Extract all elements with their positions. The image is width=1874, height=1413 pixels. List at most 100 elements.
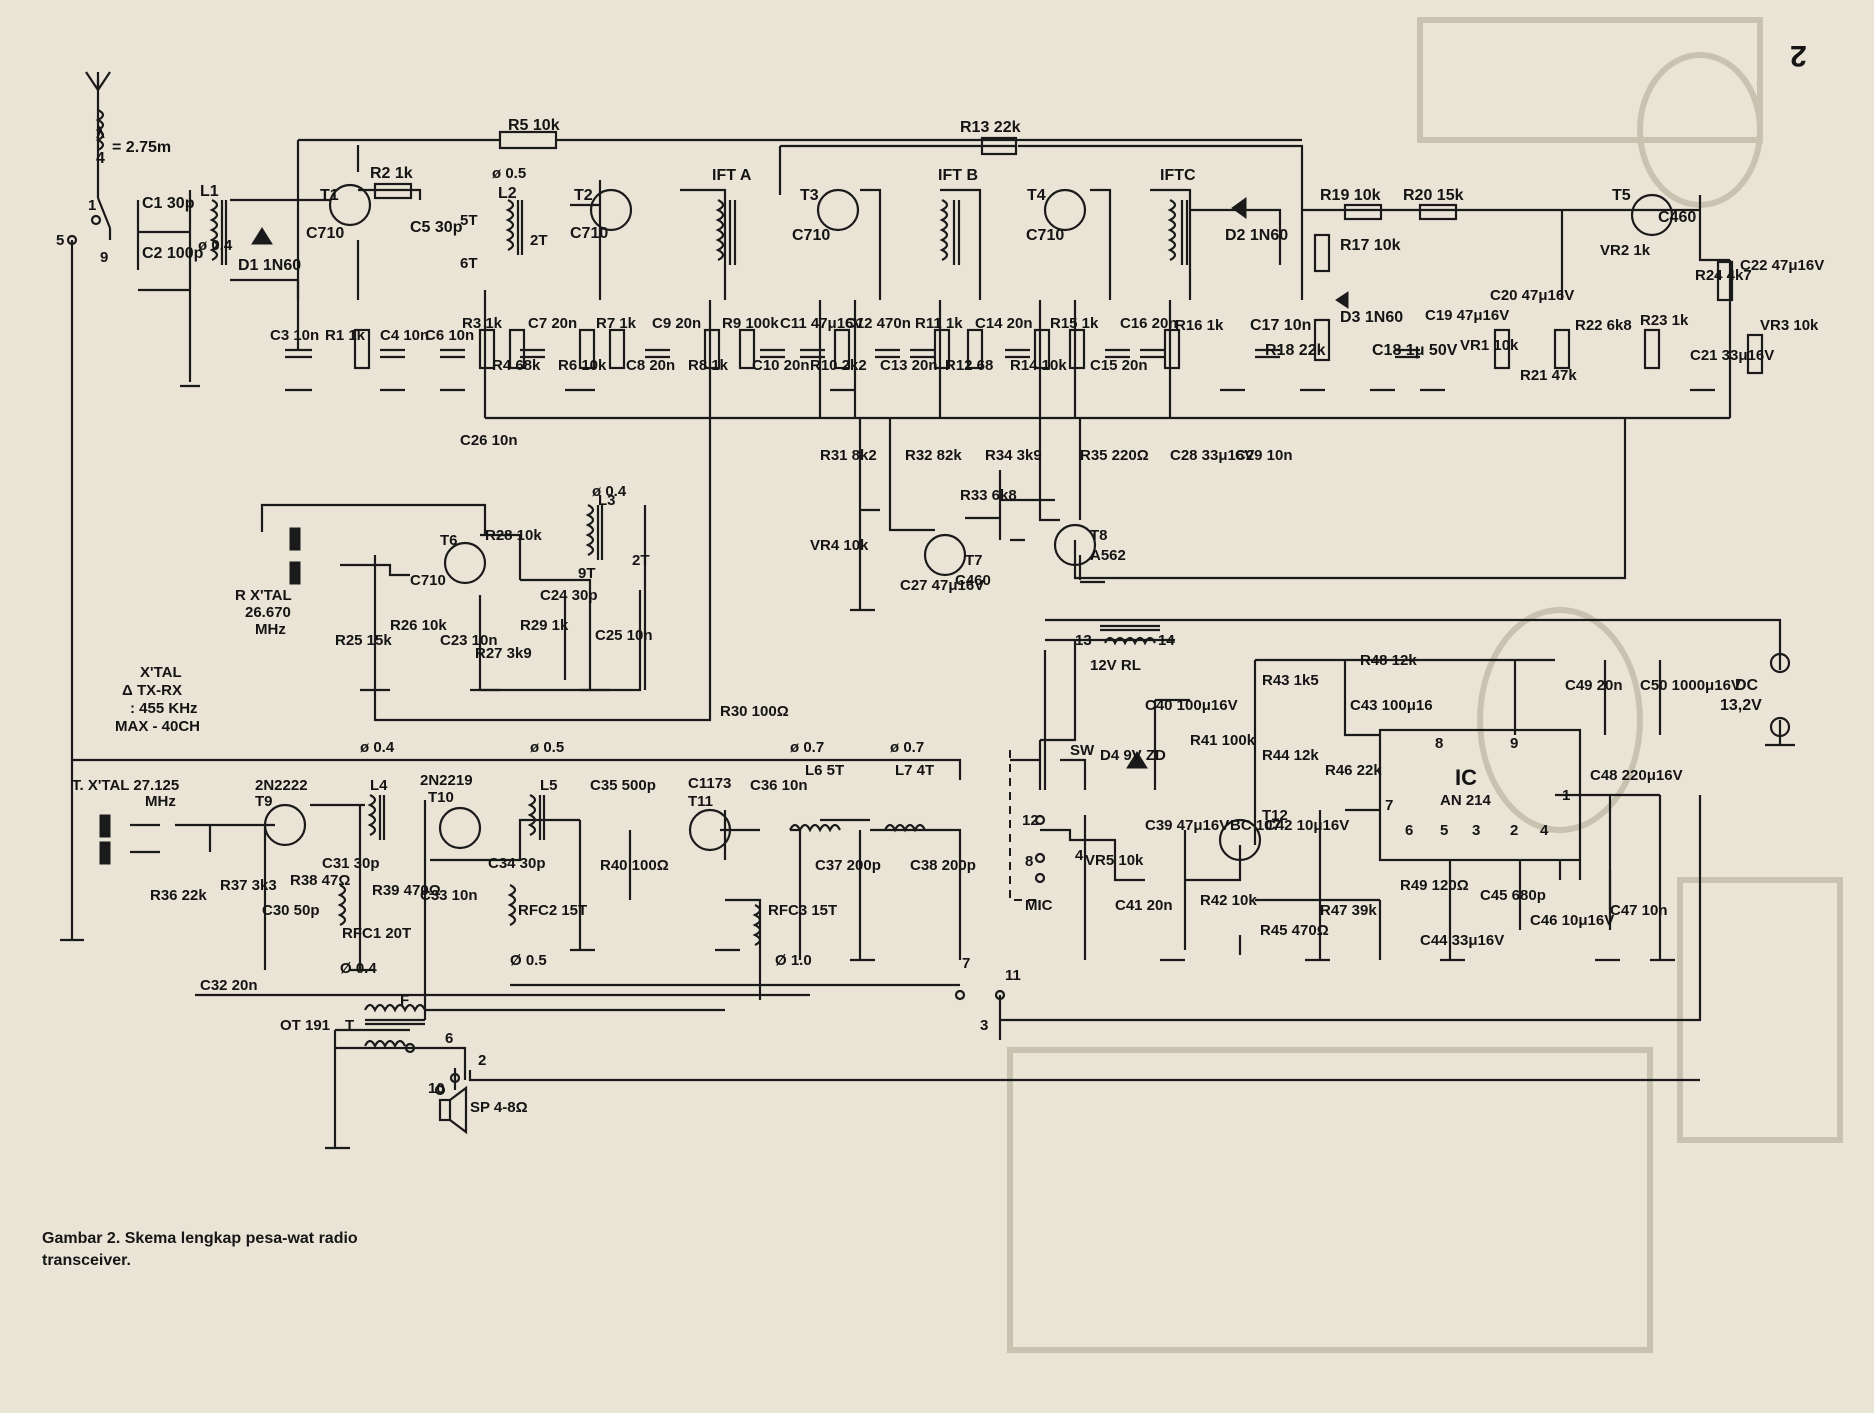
- label-t4-type: C710: [1026, 227, 1064, 244]
- label-t: T: [345, 1017, 354, 1034]
- label-t12: T12: [1262, 807, 1288, 824]
- label-c33: C33 10n: [420, 887, 478, 904]
- label-r9: R9 100k: [722, 315, 779, 332]
- label-c17: C17 10n: [1250, 317, 1311, 334]
- label-t5-type: C460: [1658, 209, 1696, 226]
- label-t1: T1: [320, 187, 339, 204]
- ground-symbols: [60, 384, 1795, 1150]
- label-rfc1: RFC1 20T: [342, 925, 411, 942]
- label-r16: R16 1k: [1175, 317, 1224, 334]
- label-r11: R11 1k: [915, 315, 963, 332]
- pin-14: 14: [1158, 632, 1175, 649]
- label-vr2: VR2 1k: [1600, 242, 1651, 259]
- components: [60, 109, 1795, 1150]
- label-c29: C29 10n: [1235, 447, 1293, 464]
- label-r41: R41 100k: [1190, 732, 1256, 749]
- label-vr4: VR4 10k: [810, 537, 869, 554]
- note-wire-l7: ø 0.7: [890, 739, 924, 756]
- label-rx-xtal-3: MHz: [255, 621, 286, 638]
- label-r15: R15 1k: [1050, 315, 1099, 332]
- label-c49: C49 20n: [1565, 677, 1623, 694]
- label-r24: R24 4k7: [1695, 267, 1752, 284]
- label-c20: C20 47μ16V: [1490, 287, 1574, 304]
- label-c34: C34 30p: [488, 855, 546, 872]
- label-r3: R3 1k: [462, 315, 503, 332]
- label-r32: R32 82k: [905, 447, 962, 464]
- label-r25: R25 15k: [335, 632, 392, 649]
- label-t7-type: C460: [955, 572, 991, 589]
- label-r49: R49 120Ω: [1400, 877, 1469, 894]
- label-r1: R1 1k: [325, 327, 366, 344]
- label-tx-xtal: T. X'TAL 27.125: [72, 777, 179, 794]
- label-sw: SW: [1070, 742, 1095, 759]
- label-c48: C48 220μ16V: [1590, 767, 1683, 784]
- label-ic-pin1: 1: [1562, 787, 1570, 804]
- label-t8: T8: [1090, 527, 1108, 544]
- label-r27: R27 3k9: [475, 645, 532, 662]
- label-xtal-note-4: MAX - 40CH: [115, 718, 200, 735]
- label-c13: C13 20n: [880, 357, 938, 374]
- label-ift-b: IFT B: [938, 167, 978, 184]
- label-c43: C43 100μ16: [1350, 697, 1433, 714]
- label-c45: C45 680p: [1480, 887, 1546, 904]
- label-ic-pin5: 5: [1440, 822, 1448, 839]
- terminals: [66, 214, 1046, 1096]
- label-r36: R36 22k: [150, 887, 207, 904]
- label-c37: C37 200p: [815, 857, 881, 874]
- label-r28: R28 10k: [485, 527, 542, 544]
- label-ic: IC: [1455, 765, 1477, 790]
- label-c31: C31 30p: [322, 855, 380, 872]
- label-r40: R40 100Ω: [600, 857, 669, 874]
- label-r18: R18 22k: [1265, 342, 1326, 359]
- label-ic-pin2: 2: [1510, 822, 1518, 839]
- label-ic-pin4: 4: [1540, 822, 1549, 839]
- label-r17: R17 10k: [1340, 237, 1401, 254]
- label-t6: T6: [440, 532, 458, 549]
- label-r35: R35 220Ω: [1080, 447, 1149, 464]
- label-c8: C8 20n: [626, 357, 675, 374]
- label-d3: D3 1N60: [1340, 309, 1403, 326]
- label-r4: R4 68k: [492, 357, 541, 374]
- label-t7: T7: [965, 552, 983, 569]
- label-c26: C26 10n: [460, 432, 518, 449]
- label-mic: MIC: [1025, 897, 1053, 914]
- label-ic-pin8: 8: [1435, 735, 1443, 752]
- label-r13: R13 22k: [960, 119, 1021, 136]
- label-l4: L4: [370, 777, 388, 794]
- label-c50: C50 1000μ16V: [1640, 677, 1741, 694]
- label-vr1: VR1 10k: [1460, 337, 1519, 354]
- label-r26: R26 10k: [390, 617, 447, 634]
- label-c41: C41 20n: [1115, 897, 1173, 914]
- label-c19: C19 47μ16V: [1425, 307, 1509, 324]
- label-l7: L7 4T: [895, 762, 934, 779]
- label-r31: R31 8k2: [820, 447, 877, 464]
- label-ift-c: IFTC: [1160, 167, 1196, 184]
- label-c30: C30 50p: [262, 902, 320, 919]
- label-c40: C40 100μ16V: [1145, 697, 1238, 714]
- label-c24: C24 30p: [540, 587, 598, 604]
- label-c7: C7 20n: [528, 315, 577, 332]
- background-ghost-print: [1007, 17, 1843, 1353]
- label-c28: C28 33μ16V: [1170, 447, 1254, 464]
- label-l3: L3: [598, 492, 616, 509]
- label-c12: C12 470n: [845, 315, 911, 332]
- label-c42: C42 10μ16V: [1265, 817, 1349, 834]
- antenna-fraction-num: λ: [96, 125, 105, 142]
- note-turns-l3a: 9T: [578, 565, 596, 582]
- antenna-fraction-den: 4: [96, 150, 105, 167]
- label-r5: R5 10k: [508, 117, 560, 134]
- note-turns-l2c: 2T: [530, 232, 548, 249]
- note-wire-l4: ø 0.4: [360, 739, 395, 756]
- note-wire-l2: ø 0.5: [492, 165, 526, 182]
- note-turns-l3b: 2T: [632, 552, 650, 569]
- label-c47: C47 10n: [1610, 902, 1668, 919]
- label-c16: C16 20n: [1120, 315, 1178, 332]
- label-r48: R48 12k: [1360, 652, 1417, 669]
- label-xtal-note-2: Δ TX-RX: [122, 682, 182, 699]
- label-r20: R20 15k: [1403, 187, 1464, 204]
- label-t6-type: C710: [410, 572, 446, 589]
- label-xtal-note-3: : 455 KHz: [130, 700, 198, 717]
- pin-2: 2: [478, 1052, 486, 1069]
- label-r10: R10 2k2: [810, 357, 867, 374]
